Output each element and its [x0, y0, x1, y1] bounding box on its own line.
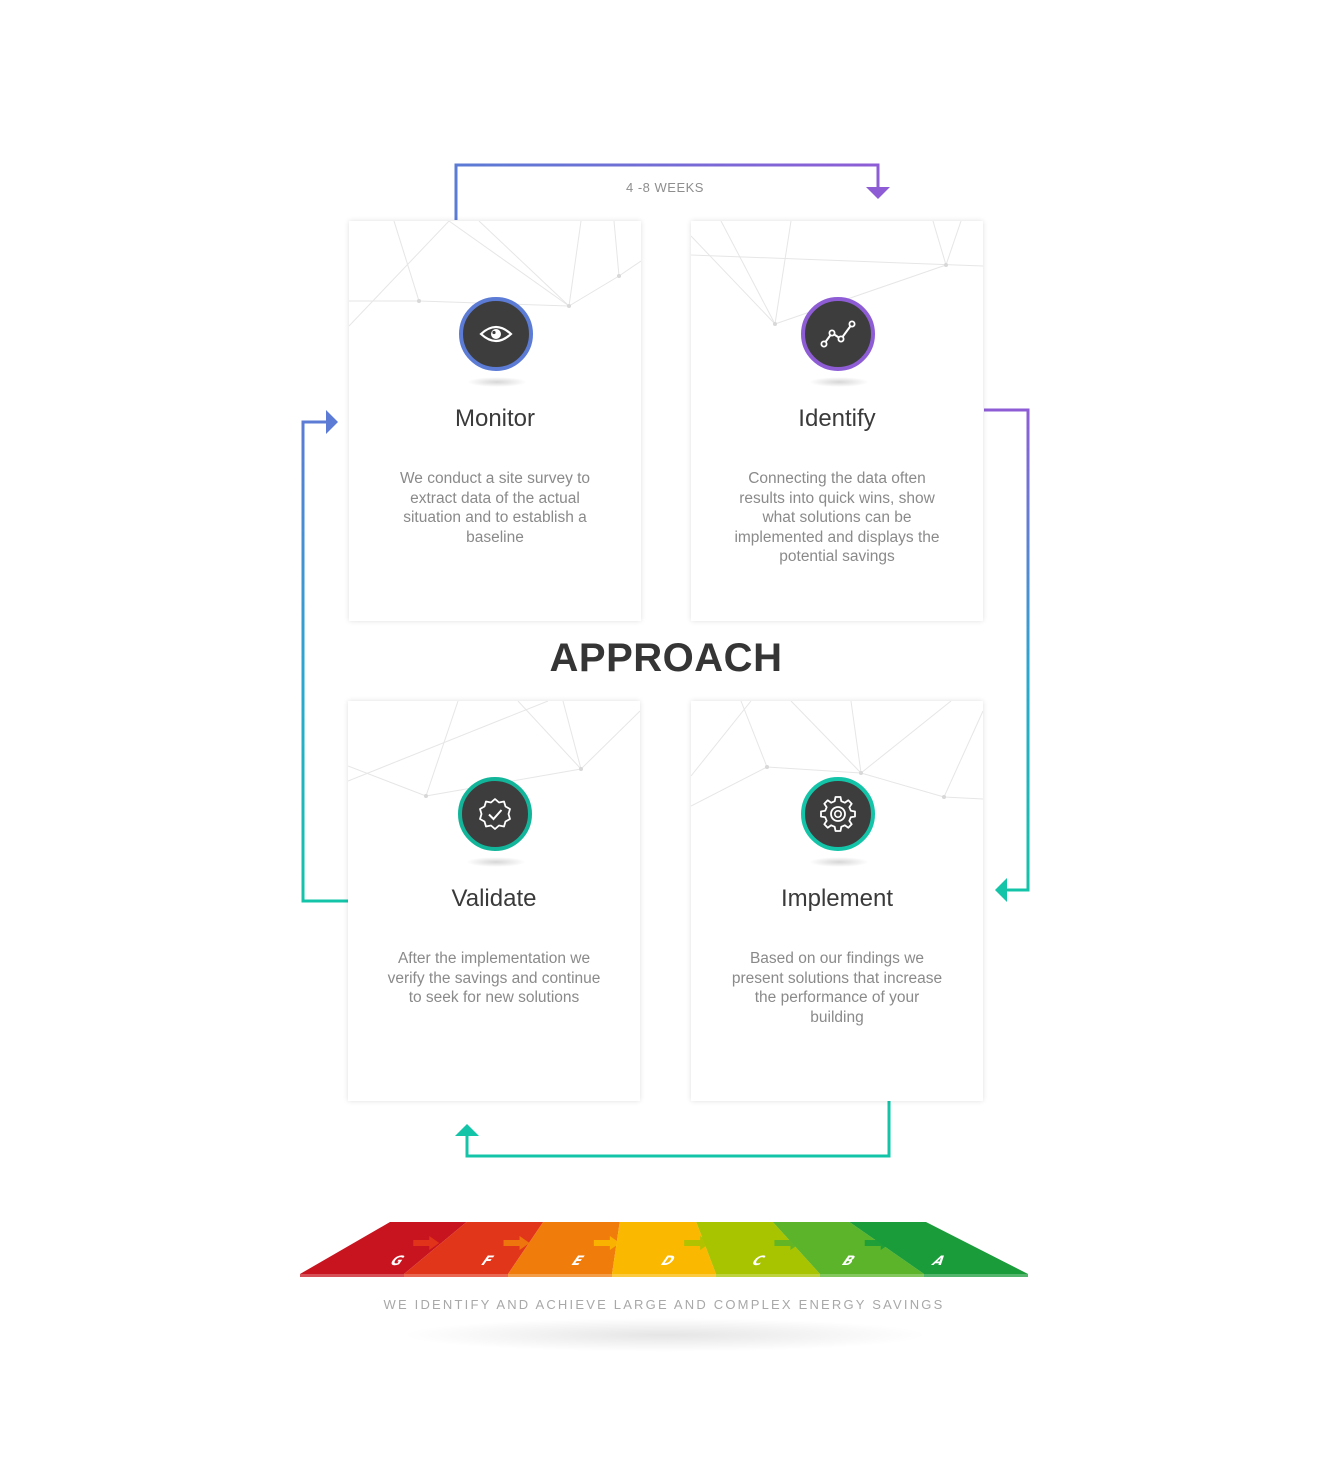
- step-description: Connecting the data often results into q…: [734, 470, 940, 565]
- mesh-pattern: [348, 701, 640, 798]
- energy-class-c: [696, 1222, 820, 1274]
- mesh-pattern: [349, 221, 641, 327]
- arrow-up-head: [455, 1124, 479, 1136]
- tagline: WE IDENTIFY AND ACHIEVE LARGE AND COMPLE…: [383, 1297, 945, 1312]
- icon-shadow: [809, 857, 869, 867]
- icon-shadow: [467, 377, 527, 387]
- energy-class-edge: [820, 1274, 924, 1277]
- implement-icon-badge: [801, 777, 875, 851]
- energy-class-arrow: [503, 1236, 530, 1250]
- verified-badge-icon: [479, 798, 511, 830]
- step-card-implement: Implement Based on our findings we prese…: [691, 701, 983, 1101]
- energy-class-edge: [924, 1274, 1028, 1277]
- step-card-monitor: Monitor We conduct a site survey to extr…: [349, 221, 641, 621]
- icon-shadow: [466, 857, 526, 867]
- step-description: We conduct a site survey to extract data…: [399, 470, 591, 546]
- gear-icon: [820, 796, 856, 832]
- validate-icon-badge: [458, 777, 532, 851]
- energy-class-edge: [404, 1274, 508, 1277]
- step-card-validate: Validate After the implementation we ver…: [348, 701, 640, 1101]
- connector-identify-to-implement: [984, 408, 1030, 892]
- energy-class-edge: [612, 1274, 716, 1277]
- icon-shadow: [809, 377, 869, 387]
- step-title: Monitor: [454, 405, 536, 432]
- step-description: Based on our findings we present solutio…: [731, 950, 943, 1026]
- energy-class-arrow: [593, 1236, 620, 1250]
- energy-class-e: [508, 1222, 620, 1274]
- arrow-down-head: [866, 187, 890, 199]
- step-title: Implement: [780, 885, 894, 912]
- floor-shadow: [400, 1318, 930, 1352]
- energy-class-edge: [300, 1274, 404, 1277]
- monitor-icon-badge: [459, 297, 533, 371]
- mesh-pattern: [691, 221, 983, 326]
- mesh-pattern: [691, 701, 983, 807]
- energy-class-g: [300, 1222, 467, 1274]
- energy-class-d: [612, 1222, 716, 1274]
- energy-class-b: [772, 1222, 924, 1274]
- arrow-left-head: [995, 878, 1007, 902]
- energy-class-arrow: [413, 1236, 440, 1250]
- approach-title: APPROACH: [549, 636, 783, 680]
- energy-class-a: [849, 1222, 1028, 1274]
- duration-label: 4 -8 WEEKS: [626, 180, 704, 195]
- connector-implement-to-validate: [465, 1101, 891, 1158]
- energy-class-edge: [716, 1274, 820, 1277]
- step-description: After the implementation we verify the s…: [387, 950, 601, 1006]
- connector-validate-to-monitor: [301, 420, 348, 903]
- arrow-right-head: [326, 410, 338, 434]
- eye-icon: [479, 325, 513, 343]
- step-title: Identify: [798, 405, 876, 432]
- energy-class-edge: [508, 1274, 612, 1277]
- step-card-identify: Identify Connecting the data often resul…: [691, 221, 983, 621]
- step-title: Validate: [451, 885, 537, 912]
- energy-class-f: [404, 1222, 544, 1274]
- identify-icon-badge: [801, 297, 875, 371]
- line-chart-icon: [820, 320, 856, 348]
